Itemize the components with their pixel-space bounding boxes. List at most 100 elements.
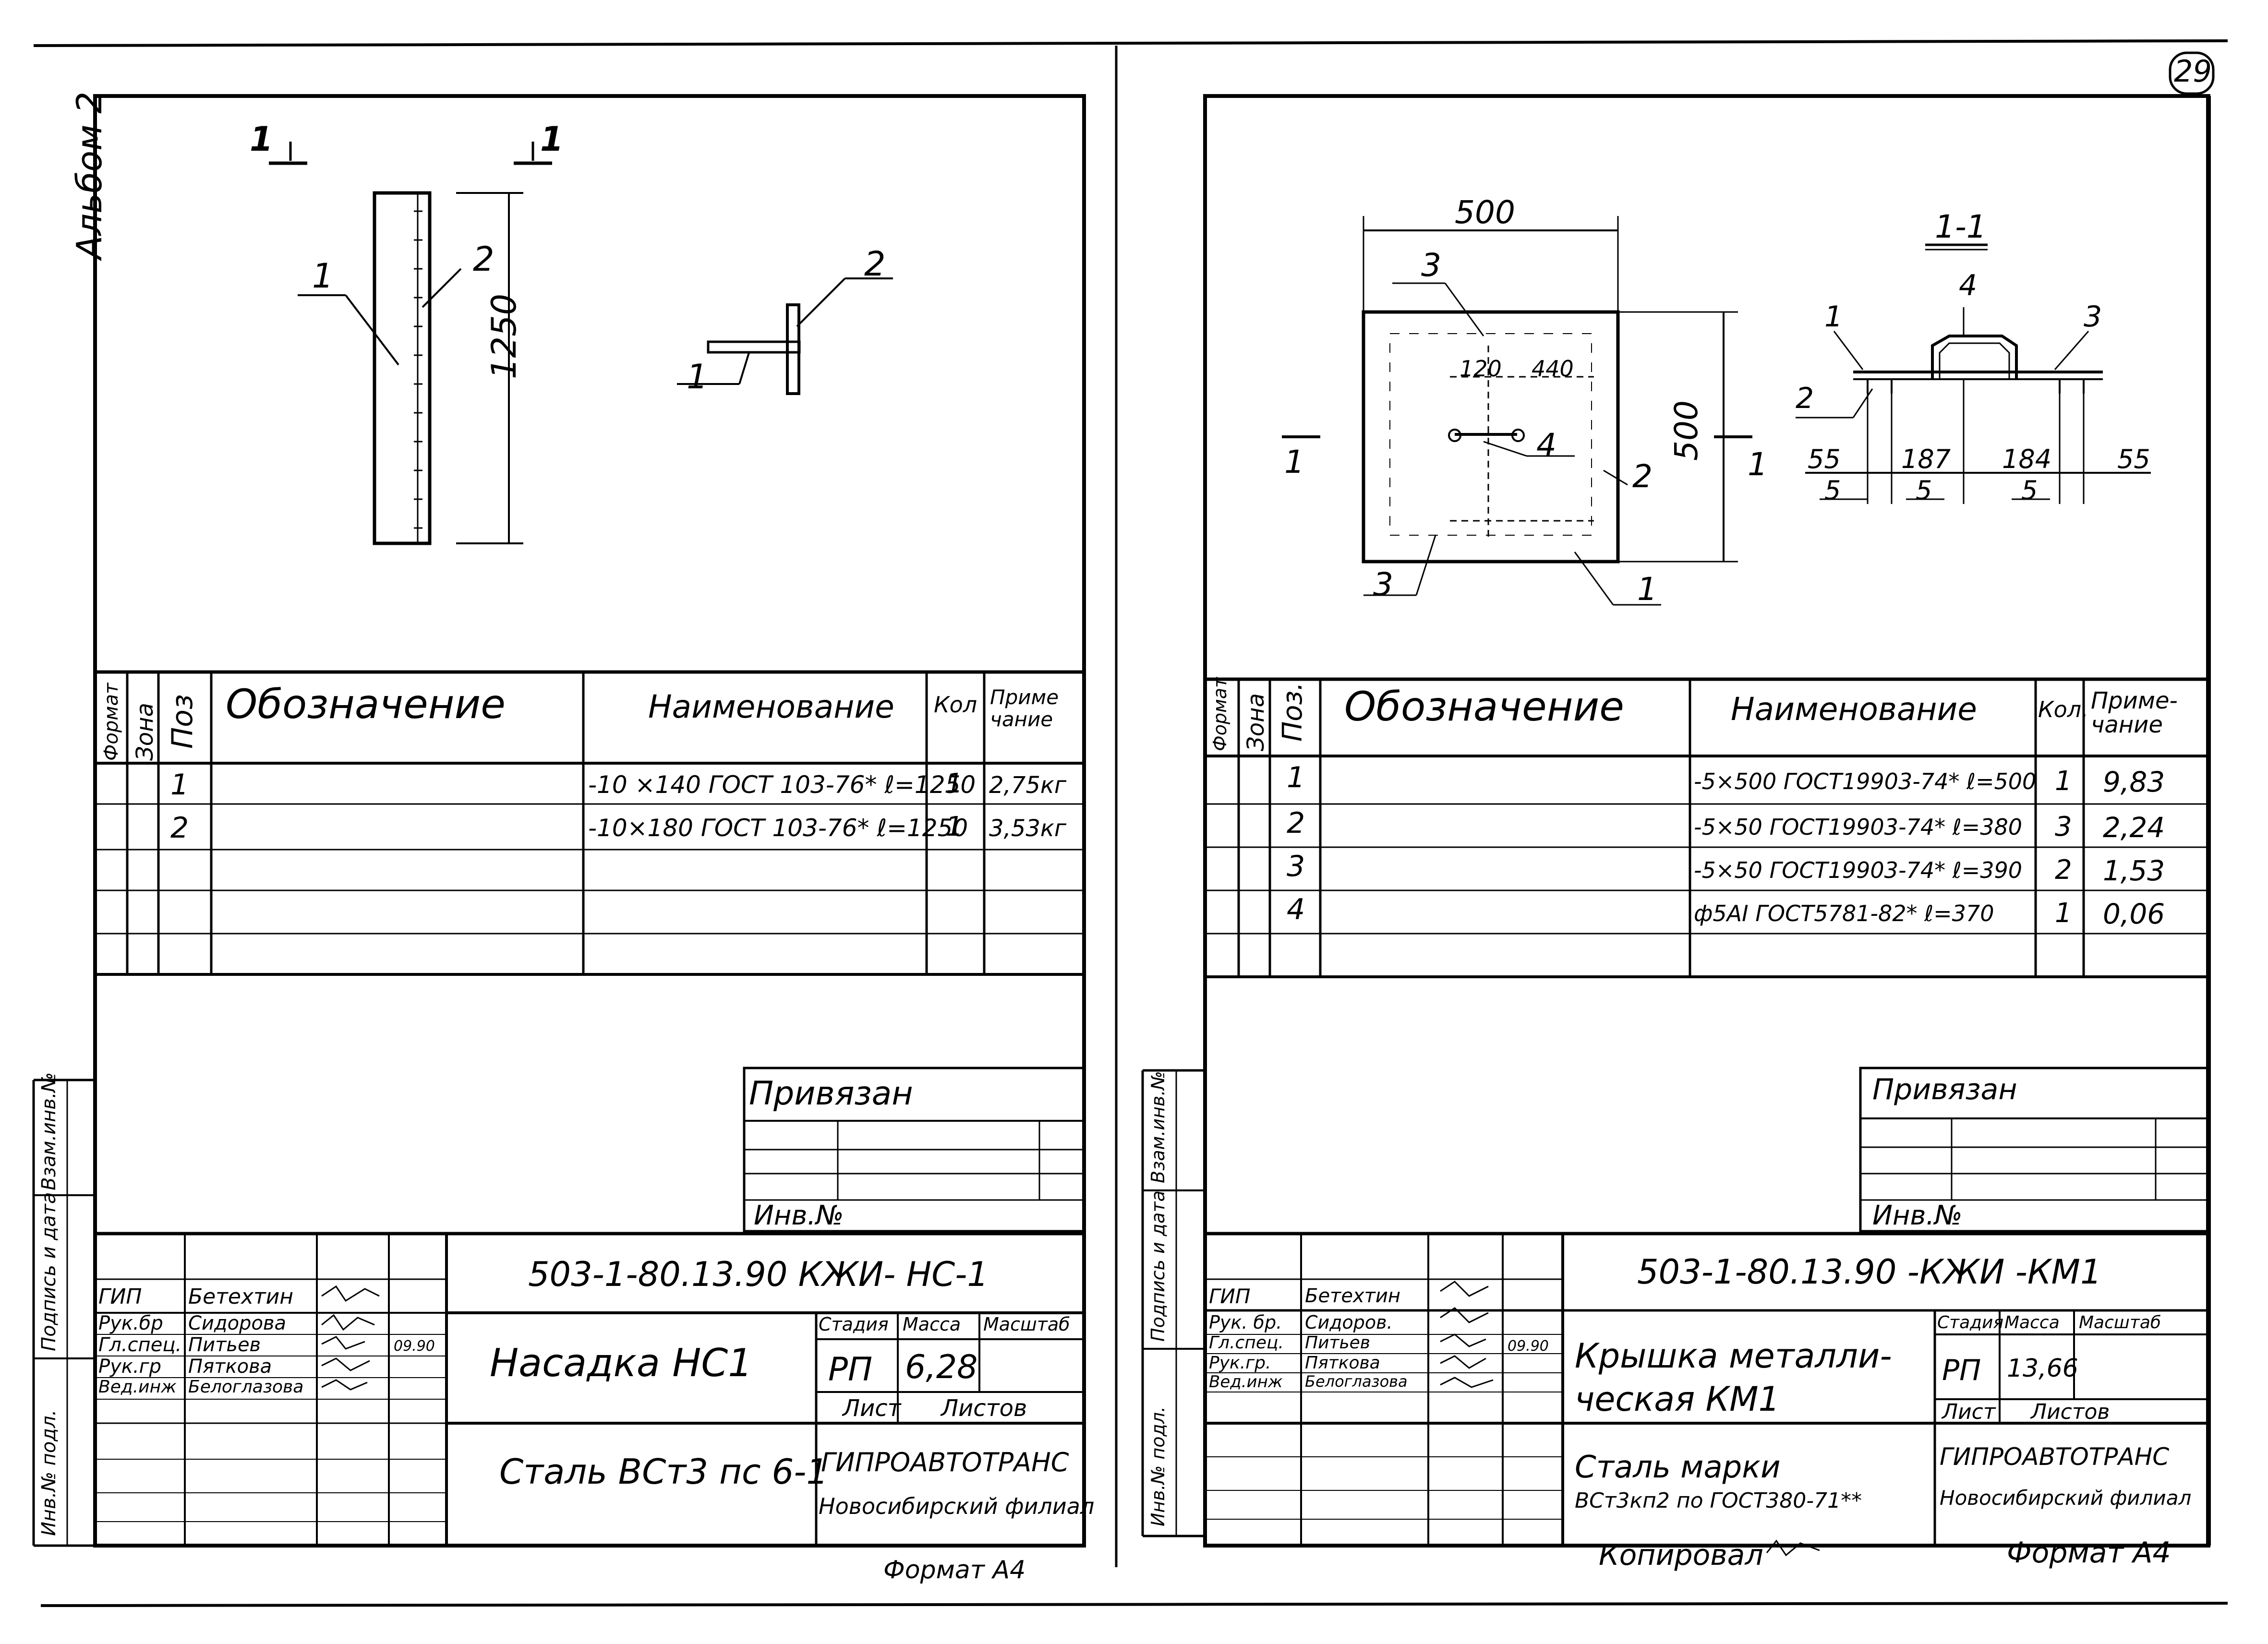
row-1-note: 2,75кг: [989, 772, 1067, 799]
section-callout-3: 3: [2084, 300, 2102, 334]
r-stamp-mass-label: Масса: [2004, 1313, 2060, 1332]
r-role-ruk-gr: Рук.гр.: [1209, 1353, 1271, 1373]
inv-no-label: Инв.№: [754, 1200, 844, 1231]
r-row-3-name: -5×50 ГОСТ19903-74* ℓ=390: [1694, 857, 2023, 883]
header-qty: Кол: [934, 692, 977, 718]
stamp-scale-label: Масштаб: [983, 1314, 1070, 1335]
stamp-stage-label: Стадия: [819, 1314, 889, 1335]
side-stamp-inv-podl: Инв.№ подл.: [38, 1409, 60, 1536]
r-row-1-name: -5×500 ГОСТ19903-74* ℓ=500: [1694, 768, 2037, 794]
r-row-3-qty: 2: [2055, 854, 2072, 886]
plan-callout-3-top: 3: [1421, 247, 1441, 284]
row-2-name: -10×180 ГОСТ 103-76* ℓ=1250: [588, 814, 968, 842]
r-side-stamp-vzam-inv: Взам.инв.№: [1147, 1071, 1169, 1183]
r-side-stamp-inv-podl: Инв.№ подл.: [1147, 1406, 1169, 1526]
row-2-pos: 2: [170, 811, 189, 845]
row-1-name: -10 ×140 ГОСТ 103-76* ℓ=1250: [588, 771, 976, 799]
r-stamp-sheets-label: Листов: [2031, 1400, 2110, 1424]
r-role-ruk-br: Рук. бр.: [1209, 1312, 1282, 1333]
section-callout-4: 4: [1959, 269, 1978, 302]
dim-500-top: 500: [1455, 194, 1515, 231]
section-dim-5-a: 5: [1824, 475, 1841, 505]
r-stamp-sheet-label: Лист: [1942, 1400, 1996, 1424]
section-callout-1: 1: [1824, 300, 1843, 334]
stamp-material: Сталь ВСт3 пс 6-1: [499, 1452, 829, 1492]
plate-callout-2: 2: [473, 240, 495, 279]
r-role-gip: ГИП: [1209, 1284, 1251, 1308]
r-row-1-qty: 1: [2055, 766, 2072, 797]
section-dim-5-b: 5: [1916, 475, 1932, 505]
r-stamp-date: 09.90: [1508, 1338, 1549, 1355]
r-header-format: Формат: [1209, 677, 1231, 751]
section-dim-184: 184: [2002, 444, 2052, 474]
side-stamp-vzam-inv: Взам.инв.№: [38, 1072, 60, 1190]
r-header-pos: Поз.: [1277, 682, 1308, 742]
dim-500-right: 500: [1668, 400, 1705, 461]
stamp-mass-label: Масса: [903, 1314, 961, 1335]
r-name-pyatkova: Пяткова: [1305, 1353, 1380, 1373]
privyazan-label: Привязан: [749, 1075, 913, 1113]
r-stamp-title-2: ческая КМ1: [1575, 1380, 1780, 1419]
row-2-note: 3,53кг: [989, 815, 1067, 842]
plan-callout-4: 4: [1536, 427, 1556, 464]
section-dim-187: 187: [1901, 444, 1951, 474]
plan-callout-2: 2: [1632, 458, 1653, 495]
r-role-gl-spec: Гл.спец.: [1209, 1333, 1284, 1353]
stamp-sheet-label: Лист: [843, 1395, 901, 1422]
row-1-pos: 1: [170, 768, 189, 802]
r-row-4-note: 0,06: [2103, 898, 2165, 930]
role-ruk-br: Рук.бр: [98, 1312, 163, 1334]
r-privyazan-label: Привязан: [1872, 1073, 2017, 1106]
row-2-qty: 1: [946, 811, 963, 842]
r-stamp-material-1: Сталь марки: [1575, 1450, 1781, 1485]
side-callout-2: 2: [864, 244, 886, 284]
r-stamp-org: ГИПРОАВТОТРАНС: [1940, 1443, 2170, 1471]
plate-callout-1: 1: [312, 256, 334, 296]
stamp-date: 09.90: [394, 1338, 435, 1355]
name-pitev: Питьев: [188, 1334, 261, 1356]
r-header-designation: Обозначение: [1344, 683, 1624, 730]
side-callout-1: 1: [687, 357, 708, 396]
r-header-name: Наименование: [1731, 691, 1977, 728]
name-beloglazova: Белоглазова: [188, 1377, 304, 1397]
row-1-qty: 1: [946, 768, 963, 799]
section-dim-5-c: 5: [2021, 475, 2038, 505]
header-name: Наименование: [648, 688, 894, 725]
role-gip: ГИП: [98, 1284, 142, 1309]
r-stamp-scale-label: Масштаб: [2079, 1313, 2161, 1332]
plan-section-mark-right: 1: [1748, 446, 1768, 483]
r-row-4-name: ф5АI ГОСТ5781-82* ℓ=370: [1694, 900, 1994, 926]
stamp-stage: РП: [828, 1351, 873, 1389]
section-mark-left: 1: [250, 120, 273, 159]
r-role-ved-inzh: Вед.инж: [1209, 1372, 1283, 1392]
r-row-2-qty: 3: [2055, 811, 2072, 842]
r-row-1-pos: 1: [1287, 761, 1305, 794]
r-row-4-pos: 4: [1287, 893, 1305, 926]
r-stamp-stage: РП: [1942, 1354, 1981, 1387]
header-designation: Обозначение: [226, 681, 506, 728]
stamp-sheets-label: Листов: [941, 1395, 1027, 1422]
format-label-left: Формат А4: [883, 1556, 1026, 1584]
r-header-note: Приме- чание: [2091, 687, 2178, 739]
stamp-org: ГИПРОАВТОТРАНС: [821, 1447, 1069, 1477]
format-label-right: Формат А4: [2007, 1536, 2171, 1570]
r-header-zone: Зона: [1243, 693, 1269, 751]
section-dim-55-left: 55: [1808, 444, 1841, 474]
stamp-mass: 6,28: [905, 1348, 978, 1386]
r-name-pitev: Питьев: [1305, 1333, 1371, 1353]
r-stamp-mass: 13,66: [2007, 1354, 2078, 1383]
name-pyatkova: Пяткова: [188, 1356, 272, 1378]
page-number: 29: [2174, 54, 2212, 89]
r-row-3-note: 1,53: [2103, 854, 2165, 887]
role-gl-spec: Гл.спец.: [98, 1334, 182, 1356]
section-title: 1-1: [1935, 208, 1987, 245]
r-row-2-note: 2,24: [2103, 811, 2165, 844]
plan-callout-3-bottom: 3: [1373, 566, 1393, 603]
r-side-stamp-signature-date: Подпись и дата: [1147, 1190, 1169, 1342]
r-stamp-code: 503-1-80.13.90 -КЖИ -КМ1: [1637, 1252, 2102, 1292]
role-ved-inzh: Вед.инж: [98, 1377, 177, 1397]
side-stamp-signature-date: Подпись и дата: [38, 1192, 60, 1351]
r-stamp-title-1: Крышка металли-: [1575, 1336, 1892, 1376]
